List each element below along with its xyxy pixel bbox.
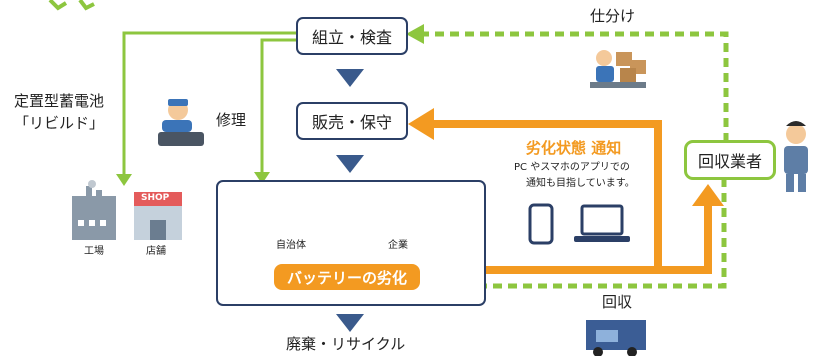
store-label: 店舗: [146, 246, 166, 257]
collector-node: 回収業者: [684, 140, 776, 180]
notification-desc-line1: PC やスマホのアプリでの: [514, 162, 630, 173]
truck-icon: [586, 320, 646, 356]
degradation-arrowhead: [692, 184, 724, 206]
stationary-battery-line1: 定置型蓄電池: [14, 92, 105, 110]
notification-title: 劣化状態 通知: [526, 139, 622, 157]
disposal-recycle-label: 廃棄・リサイクル: [286, 335, 406, 353]
sorting-worker-icon: [590, 50, 646, 88]
sales-maintenance-label: 販売・保守: [311, 113, 392, 132]
degradation-line: [414, 204, 712, 274]
assembly-inspection-label: 組立・検査: [311, 28, 392, 47]
sales-maintenance-node: 販売・保守: [296, 102, 408, 140]
repair-arrowhead: [254, 172, 270, 184]
sorting-label: 仕分け: [590, 7, 636, 25]
notification-arrowhead: [408, 108, 434, 140]
stationary-battery-line2: 「リビルド」: [14, 114, 105, 132]
laptop-icon: [574, 204, 630, 242]
recycle-icon: [48, 0, 95, 11]
repair-worker-icon: [158, 99, 204, 146]
store-icon: [134, 192, 182, 240]
rebuild-arrowhead: [116, 174, 132, 186]
rebuild-arrow-line: [122, 31, 298, 176]
repair-label: 修理: [216, 111, 247, 129]
down-arrow-2: [336, 155, 364, 173]
factory-icon: [72, 180, 116, 240]
sorting-return-path: [424, 31, 729, 142]
battery-degradation-label: バッテリーの劣化: [286, 268, 407, 287]
down-arrow-1: [336, 69, 364, 87]
sorting-return-arrowhead: [406, 24, 424, 44]
collector-person-icon: [784, 121, 808, 192]
assembly-inspection-node: 組立・検査: [296, 17, 408, 55]
stationary-battery-label: 定置型蓄電池 「リビルド」: [14, 90, 104, 134]
collection-path: [418, 178, 727, 289]
repair-arrow-line: [260, 38, 298, 174]
shop-sign-text: SHOP: [141, 193, 170, 203]
down-arrow-3: [336, 314, 364, 332]
battery-degradation-badge: バッテリーの劣化: [274, 264, 420, 290]
municipality-label: 自治体: [276, 240, 306, 251]
notification-line: [432, 120, 662, 268]
smartphone-icon: [528, 203, 554, 245]
factory-label: 工場: [84, 246, 104, 257]
collection-label: 回収: [602, 293, 633, 311]
company-label: 企業: [388, 240, 408, 251]
collector-label: 回収業者: [697, 152, 762, 171]
notification-desc-line2: 通知も目指しています。: [526, 178, 635, 189]
